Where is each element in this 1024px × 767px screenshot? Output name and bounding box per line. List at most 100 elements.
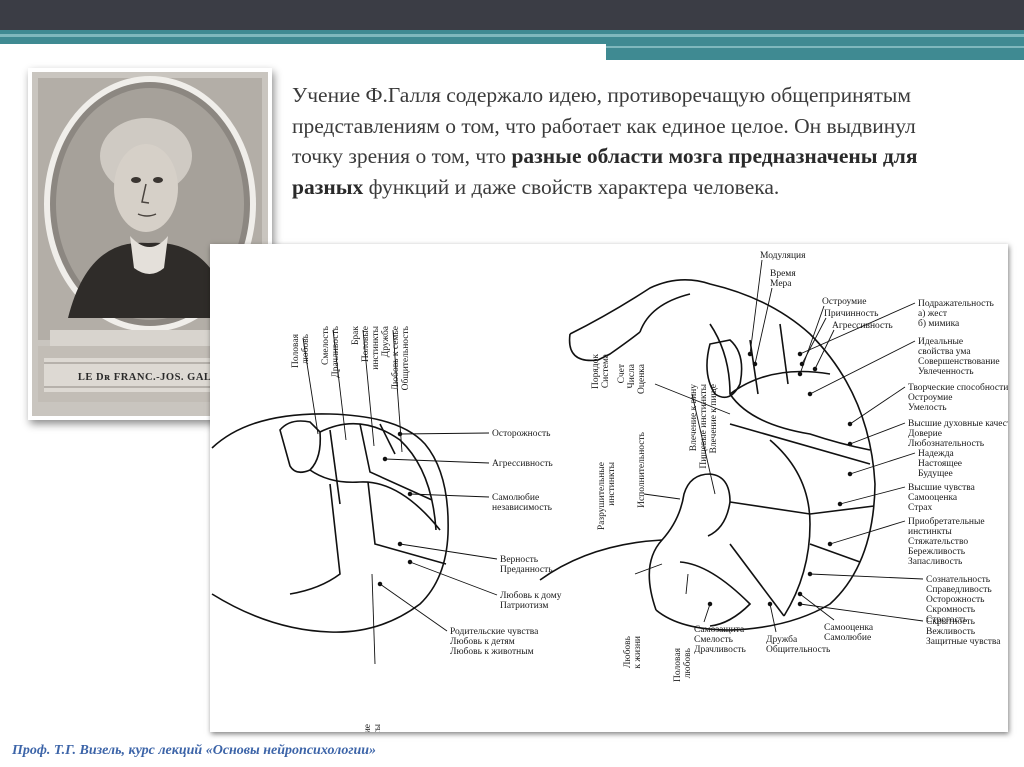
leader-dot — [747, 351, 753, 357]
right-top-leader — [814, 329, 835, 370]
diagram-leader-lines — [302, 259, 924, 665]
leader-dot — [797, 601, 803, 607]
intro-paragraph: Учение Ф.Галля содержало идею, противоре… — [292, 80, 942, 202]
intro-text-part2: функций и даже свойств характера человек… — [363, 174, 780, 199]
right-top-leader — [754, 287, 773, 365]
left-side-label: Агрессивность — [492, 459, 553, 469]
svg-text:Половаялюбовь: Половаялюбовь — [291, 333, 311, 368]
leader-dot — [837, 501, 843, 507]
right-bottom-vertical-leader — [685, 573, 689, 595]
right-vertical-leader — [654, 383, 731, 415]
leader-dot — [397, 431, 403, 437]
right-top-label: Остроумие — [822, 297, 866, 307]
right-side-leader — [849, 386, 906, 425]
footer-credit: Проф. Т.Г. Визель, курс лекций «Основы н… — [12, 743, 377, 758]
leader-dot — [847, 421, 853, 427]
left-vertical-label: БракПоловыеинстинкты — [351, 325, 381, 369]
svg-text:Разрушительныеинстинкты: Разрушительныеинстинкты — [597, 461, 617, 530]
left-side-leader — [379, 583, 448, 632]
leader-dot — [767, 601, 773, 607]
right-top-label: Модуляция — [760, 251, 806, 261]
right-side-leader — [799, 302, 916, 355]
leader-dot — [407, 559, 413, 565]
right-side-leader — [839, 486, 906, 505]
right-top-label: Причинность — [824, 309, 879, 319]
svg-text:Влечение к винуПищевые инстинк: Влечение к винуПищевые инстинктыВлечение… — [689, 383, 719, 468]
title-bar-band — [0, 0, 1024, 30]
right-bottom-leader — [799, 593, 835, 621]
svg-text:Домашниеинстинкты: Домашниеинстинкты — [363, 723, 383, 732]
left-bottom-vertical-leader — [371, 573, 376, 665]
left-vertical-leader — [392, 329, 403, 453]
right-vertical-leader — [643, 493, 681, 500]
svg-text:БракПоловыеинстинкты: БракПоловыеинстинкты — [351, 325, 381, 369]
svg-text:ПорядокСистема: ПорядокСистема — [591, 353, 611, 389]
leader-dot — [752, 361, 758, 367]
intro-text-bold: разные области мозга предназначены для р… — [292, 144, 918, 199]
left-side-leader — [399, 543, 498, 560]
left-vertical-leader — [302, 337, 319, 435]
right-vertical-label: Влечение к винуПищевые инстинктыВлечение… — [689, 383, 719, 468]
svg-text:Исполнительность: Исполнительность — [637, 431, 647, 508]
right-side-leader — [809, 340, 916, 395]
leader-dot — [847, 441, 853, 447]
leader-dot — [407, 491, 413, 497]
leader-dot — [397, 541, 403, 547]
right-bottom-vertical-leader — [634, 563, 663, 575]
right-side-leader — [829, 520, 906, 545]
right-bottom-vertical-label: Любовьк жизни — [622, 635, 643, 668]
right-vertical-label: СчетЧислаОценка — [617, 363, 647, 394]
right-bottom-vertical-label: Половаялюбовь — [673, 647, 693, 682]
left-bottom-vertical-label: Домашниеинстинкты — [363, 723, 383, 732]
leader-dot — [707, 601, 713, 607]
leader-dot — [807, 391, 813, 397]
right-vertical-leader — [691, 393, 716, 495]
left-side-leader — [384, 458, 490, 464]
svg-text:Половаялюбовь: Половаялюбовь — [673, 647, 693, 682]
right-vertical-label: Разрушительныеинстинкты — [597, 461, 617, 530]
left-side-label: Осторожность — [492, 429, 551, 439]
leader-dot — [797, 371, 803, 377]
left-side-leader — [409, 493, 490, 498]
teal-accent-step — [606, 44, 1024, 60]
leader-dot — [827, 541, 833, 547]
right-top-leader — [749, 259, 763, 355]
right-side-leader — [799, 603, 924, 622]
left-vertical-label: Половаялюбовь — [291, 333, 311, 368]
right-side-leader — [849, 422, 906, 445]
right-side-leader — [809, 573, 924, 580]
portrait-caption: LE Dʀ FRANC.-JOS. GALL. — [77, 372, 223, 383]
leader-dot — [382, 456, 388, 462]
leader-dot — [797, 351, 803, 357]
teal-accent-strip — [0, 30, 1024, 44]
leader-dot — [847, 471, 853, 477]
right-vertical-label: Исполнительность — [637, 431, 647, 508]
right-vertical-label: ПорядокСистема — [591, 353, 611, 389]
left-vertical-leader — [362, 329, 375, 447]
right-side-leader — [849, 452, 916, 475]
left-side-leader — [399, 432, 490, 435]
right-bottom-leader — [769, 603, 777, 633]
left-vertical-leader — [332, 329, 347, 441]
head-outlines — [211, 279, 876, 633]
right-bottom-leader — [703, 603, 711, 623]
leader-dot — [812, 366, 818, 372]
intro-text-part1: Учение Ф.Галля содержало идею, противоре… — [292, 83, 916, 168]
